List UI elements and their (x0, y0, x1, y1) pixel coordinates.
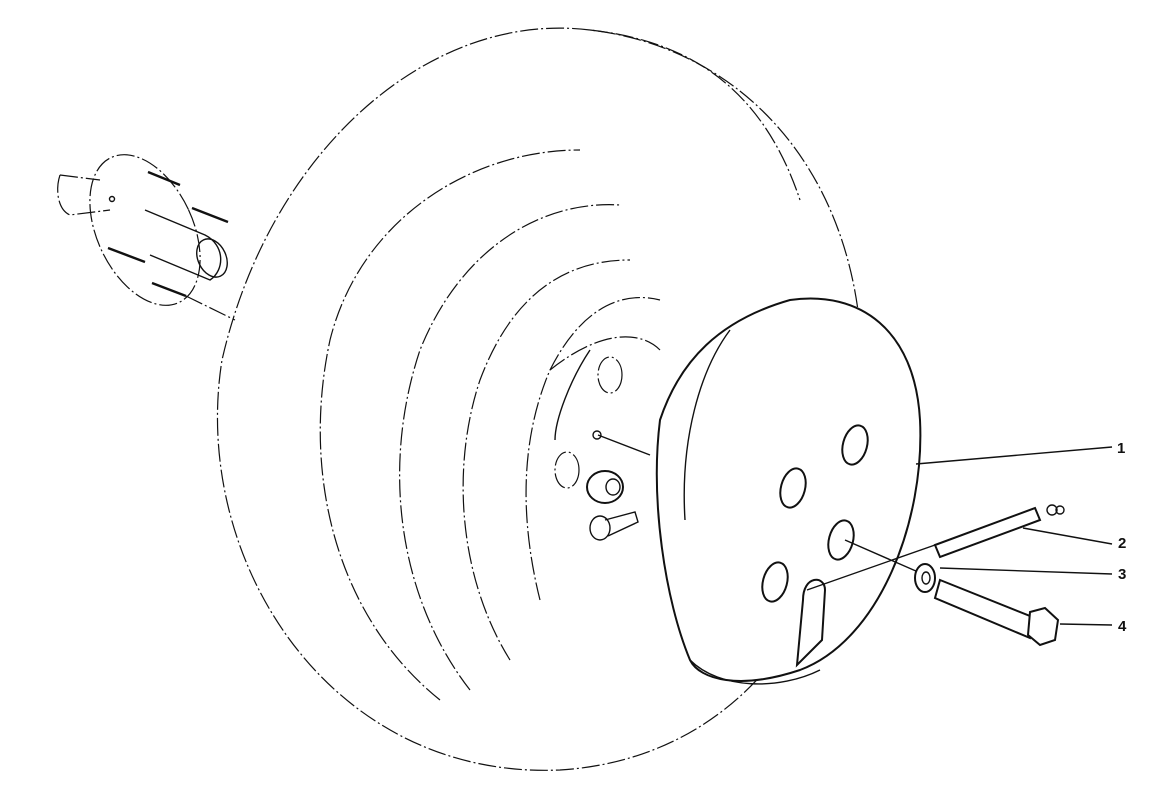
washer (914, 563, 936, 593)
callout-2: 2 (1118, 535, 1127, 552)
callout-3: 3 (1118, 566, 1127, 583)
rim (554, 349, 651, 489)
wheel-weight (655, 297, 936, 685)
hub (57, 154, 236, 321)
bolt (933, 578, 1060, 647)
callout-1: 1 (1117, 440, 1126, 457)
lug-nut (586, 470, 624, 504)
callout-4: 4 (1118, 618, 1127, 635)
leader-lines (915, 446, 1113, 626)
valve-stem (589, 511, 639, 541)
rod (933, 504, 1065, 559)
tire (216, 27, 863, 771)
